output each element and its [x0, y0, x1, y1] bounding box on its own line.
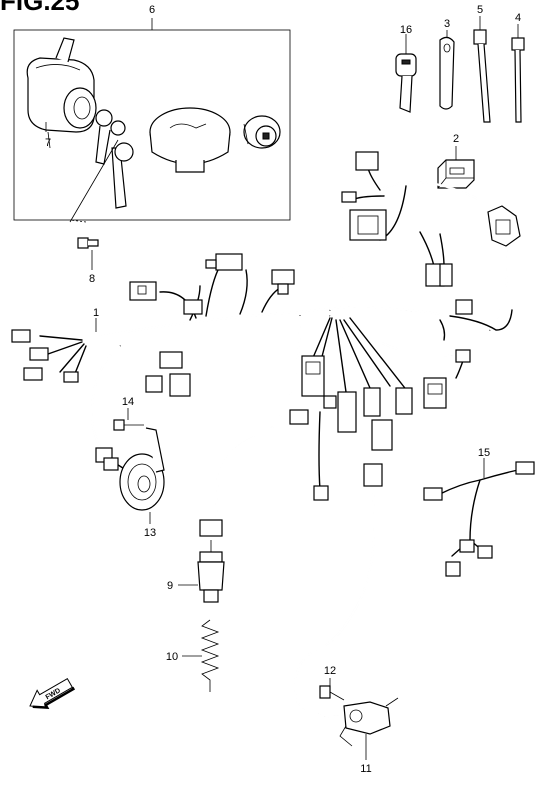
screw-part-8[interactable] [69, 139, 119, 270]
callout-3: 3 [444, 18, 450, 30]
sub-harness-part-15[interactable] [423, 458, 535, 577]
relay-part-2[interactable] [437, 146, 475, 189]
neutral-switch-part-9[interactable] [178, 540, 225, 603]
seat-lock-cylinder-part[interactable] [243, 115, 281, 149]
callout-9: 9 [167, 580, 173, 592]
callout-12: 12 [324, 665, 336, 677]
harness-connectors[interactable] [11, 151, 521, 537]
figure-title: FIG.25 [0, 0, 80, 16]
callout-8: 8 [89, 273, 95, 285]
callout-14: 14 [122, 396, 134, 408]
callout-7: 7 [45, 137, 51, 149]
callout-15: 15 [478, 447, 490, 459]
bolt-part-12[interactable] [319, 678, 345, 701]
sidestand-switch-part-11[interactable] [339, 697, 399, 760]
clamp-strap-part-3[interactable] [439, 30, 455, 110]
callout-4: 4 [515, 12, 521, 24]
cable-tie-part-4[interactable] [511, 24, 525, 123]
callout-11: 11 [360, 763, 371, 775]
ignition-switch-part[interactable] [26, 37, 97, 149]
ignition-key-part[interactable] [95, 109, 134, 209]
fuel-cap-lock-part[interactable] [149, 107, 231, 173]
callout-10: 10 [166, 651, 178, 663]
spare-key-part-16[interactable] [395, 34, 417, 113]
main-wiring-harness[interactable] [39, 167, 513, 718]
bolt-part-14[interactable] [113, 408, 144, 431]
horn-part-13[interactable] [119, 427, 165, 524]
cable-tie-part-5[interactable] [473, 16, 491, 123]
callout-13: 13 [144, 527, 156, 539]
callout-16: 16 [400, 24, 412, 36]
forward-direction-arrow-icon: FWD [29, 677, 76, 710]
ignition-switch-set-box [13, 18, 291, 221]
callout-1: 1 [93, 307, 99, 319]
callout-2: 2 [453, 133, 459, 145]
callout-6: 6 [149, 4, 155, 16]
spring-part-10[interactable] [182, 619, 220, 692]
callout-5: 5 [477, 4, 483, 16]
